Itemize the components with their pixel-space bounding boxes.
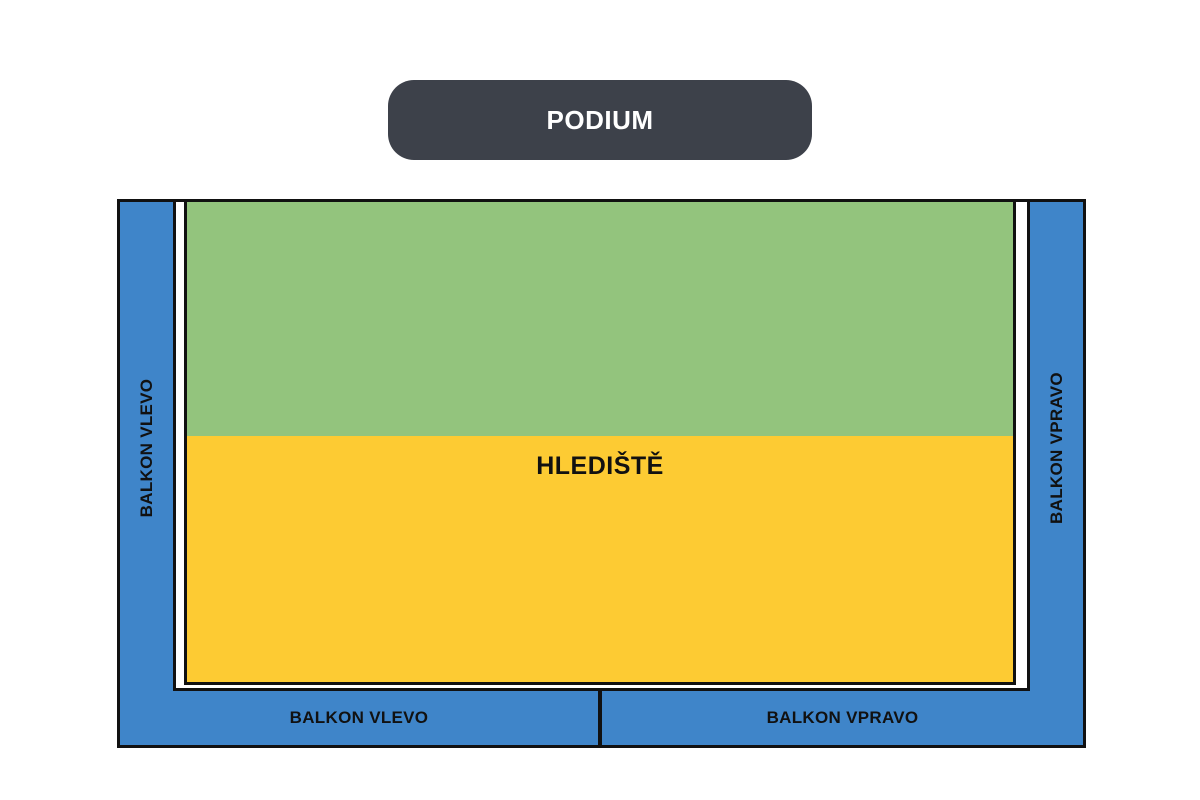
auditorium-front-zone[interactable] [187, 202, 1013, 436]
balcony-left-side[interactable]: BALKON VLEVO [117, 199, 176, 693]
auditorium[interactable]: HLEDIŠTĚ [184, 199, 1016, 685]
balcony-left-bottom-label-wrap: BALKON VLEVO [120, 691, 598, 745]
balcony-right-bottom-label-wrap: BALKON VPRAVO [602, 691, 1083, 745]
balcony-left-seam [120, 684, 173, 692]
podium-label: PODIUM [546, 104, 654, 135]
auditorium-rear-zone[interactable] [187, 436, 1013, 682]
balcony-right-bottom[interactable]: BALKON VPRAVO [599, 688, 1086, 748]
auditorium-label: HLEDIŠTĚ [536, 452, 664, 480]
balcony-right-side[interactable]: BALKON VPRAVO [1027, 199, 1086, 693]
balcony-left-bottom-label: BALKON VLEVO [289, 708, 429, 727]
balcony-left-bottom[interactable]: BALKON VLEVO [117, 688, 601, 748]
balcony-right-seam [1030, 684, 1083, 692]
balcony-right-side-label: BALKON VPRAVO [1046, 371, 1066, 524]
balcony-left-side-label: BALKON VLEVO [136, 378, 156, 517]
podium[interactable]: PODIUM [388, 80, 812, 160]
balcony-right-bottom-label: BALKON VPRAVO [766, 708, 919, 727]
